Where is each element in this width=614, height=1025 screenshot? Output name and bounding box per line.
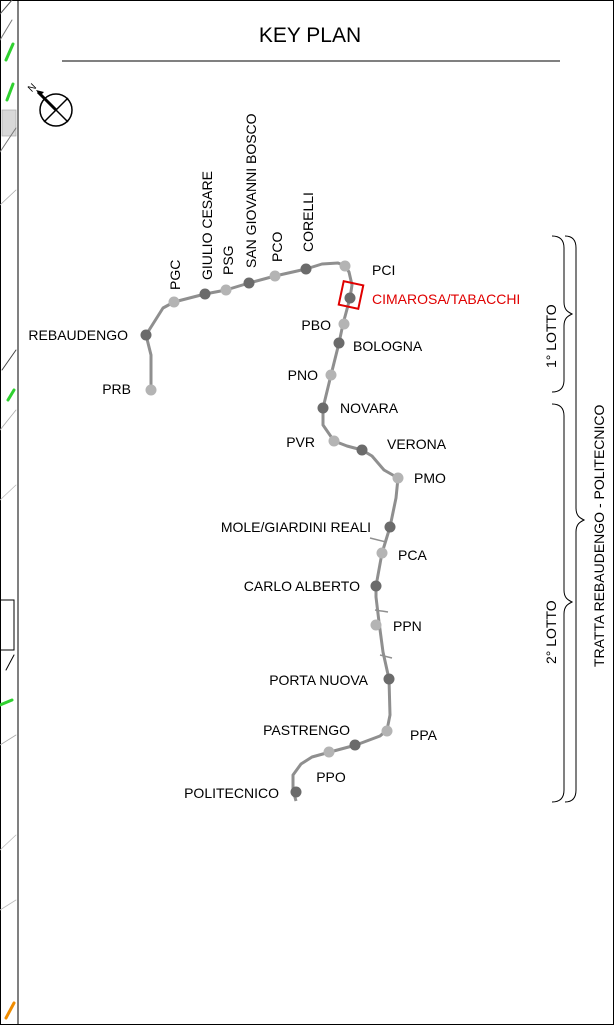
label-corelli: CORELLI [300,192,316,252]
north-label: N [26,82,39,95]
label-pci: PCI [372,262,395,278]
label-pco: PCO [269,232,285,262]
label-pno: PNO [288,367,318,383]
lot-2-label: 2° LOTTO [543,600,559,664]
station-dot-pastrengo[interactable] [349,739,361,751]
station-dot-verona[interactable] [356,444,368,456]
key-plan-title: KEY PLAN [259,24,361,47]
station-dot-psg[interactable] [220,284,232,296]
lot-1-bracket [551,235,574,393]
station-dot-ppn[interactable] [370,619,382,631]
station-dot-pca[interactable] [376,547,388,559]
station-dot-pmo[interactable] [392,472,404,484]
label-san-giovanni-bosco: SAN GIOVANNI BOSCO [243,113,259,268]
label-ppn: PPN [393,618,422,634]
station-dot-pvr[interactable] [328,435,340,447]
label-porta-nuova: PORTA NUOVA [269,672,368,688]
station-dot-pci[interactable] [339,260,351,272]
label-pca: PCA [398,547,427,563]
label-pvr: PVR [286,434,315,450]
label-verona: VERONA [387,436,447,452]
station-dot-corelli[interactable] [300,263,312,275]
label-novara: NOVARA [340,400,399,416]
section-bracket [564,235,586,803]
label-cimarosa-tabacchi: CIMAROSA/TABACCHI [372,291,520,307]
station-dot-prb[interactable] [145,384,157,396]
label-mole-giardini-reali: MOLE/GIARDINI REALI [221,519,371,535]
station-dot-rebaudengo[interactable] [140,329,152,341]
station-dot-porta-nuova[interactable] [383,673,395,685]
station-dot-carlo-alberto[interactable] [370,580,382,592]
label-bologna: BOLOGNA [353,338,423,354]
label-pmo: PMO [414,470,446,486]
station-dot-san-giovanni-bosco[interactable] [243,277,255,289]
station-dot-politecnico[interactable] [290,786,302,798]
station-dot-pgc[interactable] [168,296,180,308]
lot-2-bracket [551,403,574,803]
station-dot-cimarosa-tabacchi[interactable] [344,292,356,304]
station-dot-bologna[interactable] [333,337,345,349]
route-ticks [369,537,393,659]
label-pgc: PGC [167,260,183,290]
label-ppo: PPO [316,769,346,785]
station-dot-ppa[interactable] [381,725,393,737]
label-pastrengo: PASTRENGO [263,722,350,738]
label-prb: PRB [102,381,131,397]
station-dot-giulio-cesare[interactable] [199,288,211,300]
label-politecnico: POLITECNICO [184,785,279,801]
station-dot-pbo[interactable] [338,318,350,330]
label-carlo-alberto: CARLO ALBERTO [244,578,360,594]
left-map-strip [0,0,17,1020]
section-label: TRATTA REBAUDENGO - POLITECNICO [591,404,607,667]
selected-station-highlight [337,279,365,311]
lot-brackets [551,235,586,803]
station-dot-novara[interactable] [317,402,329,414]
station-dot-ppo[interactable] [323,746,335,758]
lot-1-label: 1° LOTTO [543,304,559,368]
label-ppa: PPA [410,727,438,743]
station-dot-pno[interactable] [325,369,337,381]
station-labels: PRB REBAUDENGO PCI CIMAROSA/TABACCHI PBO… [28,113,520,801]
station-dots [140,260,404,798]
label-rebaudengo: REBAUDENGO [28,327,128,343]
label-psg: PSG [220,245,236,275]
north-arrow-icon: N [26,82,73,127]
station-dot-mole-giardini-reali[interactable] [384,521,396,533]
label-pbo: PBO [301,317,331,333]
station-dot-pco[interactable] [269,270,281,282]
label-giulio-cesare: GIULIO CESARE [199,171,215,280]
